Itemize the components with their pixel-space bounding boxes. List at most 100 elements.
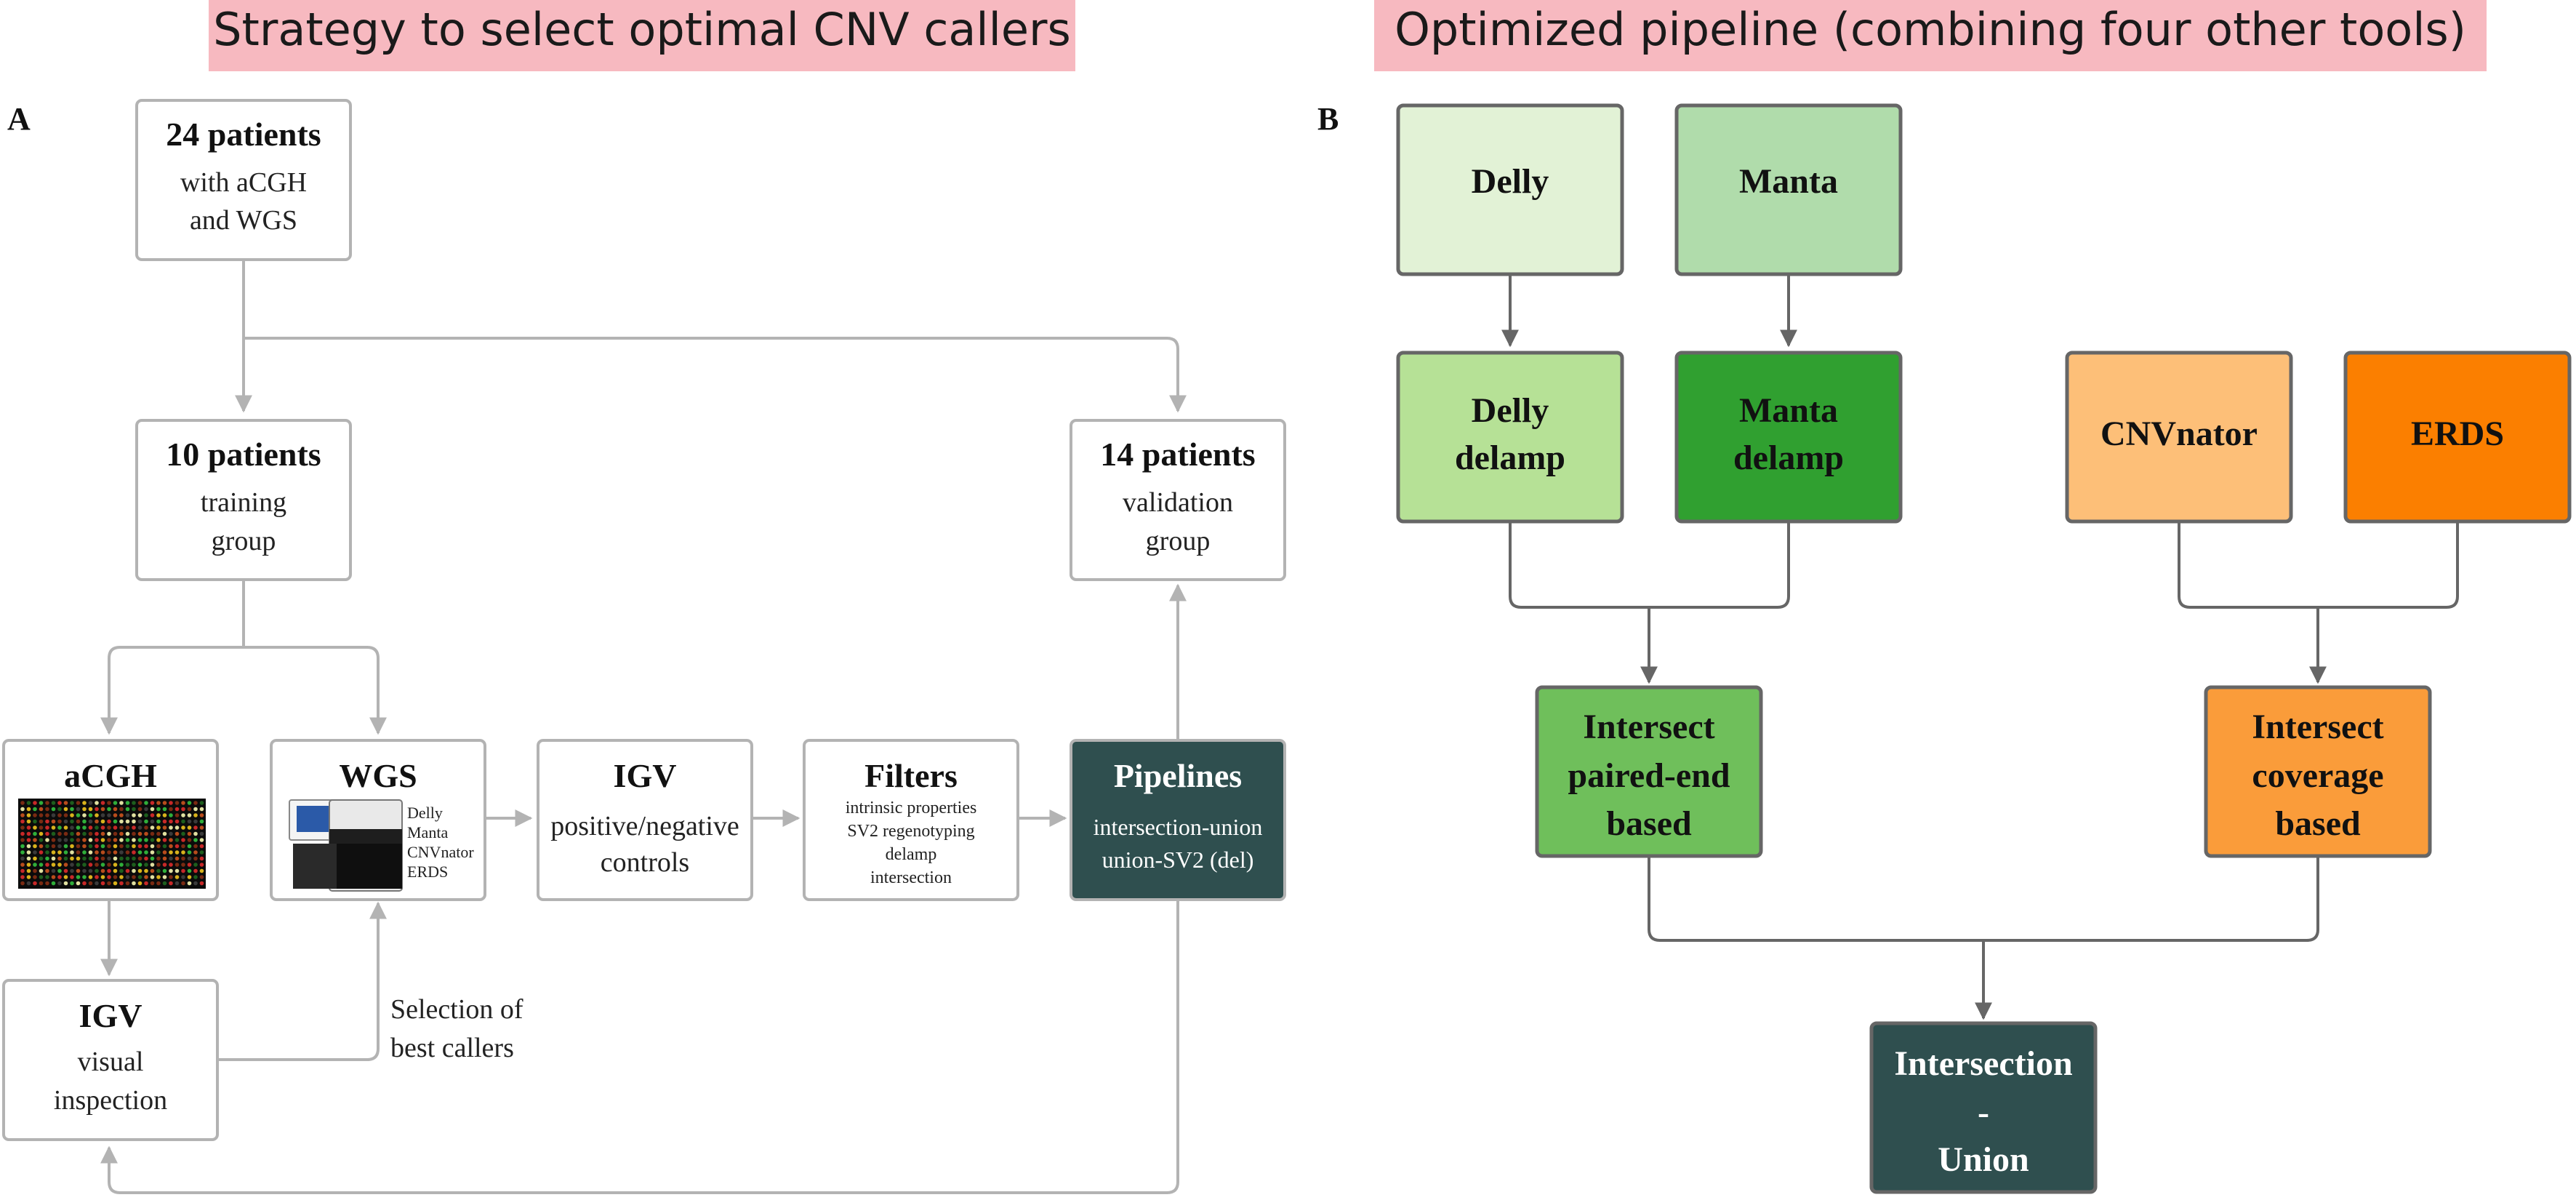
microarray-spot: [100, 881, 105, 886]
microarray-spot: [33, 807, 37, 812]
box-wgs: WGS Delly Manta CNVnator ERDS: [270, 739, 486, 901]
microarray-spot: [63, 813, 68, 817]
microarray-spot: [26, 881, 31, 886]
microarray-spot: [113, 875, 118, 879]
microarray-spot: [125, 844, 130, 849]
microarray-spot: [63, 844, 68, 849]
wgs-caller-3: CNVnator: [407, 843, 474, 861]
microarray-spot: [76, 831, 81, 836]
microarray-spot: [39, 807, 44, 812]
microarray-spot: [174, 801, 180, 805]
filters-item-2: SV2 regenotyping: [847, 822, 974, 841]
box-delly-text: Delly: [1472, 162, 1549, 201]
microarray-spot: [162, 875, 167, 879]
box-intersect-pe-line1: Intersect: [1583, 708, 1714, 746]
microarray-spot: [119, 801, 124, 805]
banner-panel-a-text: Strategy to select optimal CNV callers: [213, 3, 1071, 56]
microarray-image: [18, 799, 206, 889]
microarray-spot: [70, 825, 74, 830]
microarray-spot: [107, 819, 111, 824]
microarray-spot: [119, 875, 124, 879]
microarray-spot: [132, 825, 136, 830]
microarray-spot: [181, 801, 185, 805]
microarray-spot: [156, 881, 161, 886]
microarray-spot: [193, 819, 198, 824]
microarray-spot: [33, 875, 37, 879]
microarray-spot: [88, 801, 93, 805]
microarray-spot: [57, 863, 62, 867]
sequencer-icon: [289, 799, 403, 892]
panel-a-connectors: [100, 260, 1187, 1194]
microarray-spot: [181, 825, 185, 830]
microarray-spot: [181, 868, 185, 873]
box-intersect-cov-line2: coverage: [2252, 756, 2383, 795]
microarray-spot: [20, 825, 25, 830]
selection-note-line2: best callers: [390, 1033, 514, 1063]
microarray-spot: [70, 801, 74, 805]
microarray-spot: [125, 831, 130, 836]
microarray-spot: [199, 813, 204, 817]
microarray-spot: [88, 875, 93, 879]
microarray-spot: [187, 868, 192, 873]
microarray-spot: [70, 863, 74, 867]
microarray-spot: [26, 850, 31, 855]
box-manta-delamp: Manta delamp: [1674, 351, 1903, 524]
microarray-spot: [150, 807, 155, 812]
microarray-spot: [125, 819, 130, 824]
microarray-spot: [199, 875, 204, 879]
microarray-spot: [156, 875, 161, 879]
microarray-spot: [63, 881, 68, 886]
microarray-spot: [199, 801, 204, 805]
microarray-spot: [113, 819, 118, 824]
microarray-spot: [137, 844, 143, 849]
microarray-spot: [125, 863, 130, 867]
microarray-spot: [113, 863, 118, 867]
microarray-spot: [113, 813, 118, 817]
microarray-spot: [39, 825, 44, 830]
microarray-spot: [162, 856, 167, 861]
microarray-spot: [187, 856, 192, 861]
microarray-spot: [144, 875, 148, 879]
microarray-spot: [193, 801, 198, 805]
microarray-spot: [20, 863, 25, 867]
microarray-spot: [132, 801, 136, 805]
box-24-patients-title: 24 patients: [166, 116, 321, 153]
microarray-spot: [199, 838, 204, 842]
microarray-spot: [162, 813, 167, 817]
microarray-spot: [107, 813, 111, 817]
microarray-spot: [150, 868, 155, 873]
microarray-spot: [132, 856, 136, 861]
microarray-spot: [20, 875, 25, 879]
microarray-spot: [125, 850, 130, 855]
box-intersect-pe-line2: paired-end: [1568, 756, 1730, 795]
microarray-spot: [88, 838, 93, 842]
microarray-spot: [51, 838, 56, 842]
microarray-spot: [187, 881, 192, 886]
panel-b-connectors: [1501, 275, 2459, 1020]
banner-panel-a: Strategy to select optimal CNV callers: [209, 0, 1075, 71]
box-intersect-cov-line3: based: [2275, 804, 2361, 843]
connector-24-to-14: [244, 337, 1187, 413]
microarray-spot: [199, 850, 204, 855]
microarray-spot: [144, 807, 148, 812]
microarray-spot: [26, 856, 31, 861]
microarray-spot: [70, 868, 74, 873]
microarray-spot: [162, 807, 167, 812]
microarray-spot: [26, 844, 31, 849]
microarray-spot: [95, 819, 99, 824]
microarray-spot: [113, 831, 118, 836]
microarray-spot: [125, 875, 130, 879]
microarray-spot: [162, 838, 167, 842]
microarray-spot: [193, 813, 198, 817]
microarray-spot: [174, 831, 180, 836]
microarray-spot: [137, 825, 143, 830]
microarray-spot: [150, 850, 155, 855]
microarray-spot: [107, 881, 111, 886]
box-wgs-title: WGS: [339, 757, 417, 794]
box-pipelines-line2: union-SV2 (del): [1102, 847, 1254, 873]
microarray-spot: [137, 856, 143, 861]
microarray-spot: [181, 838, 185, 842]
microarray-spot: [33, 868, 37, 873]
microarray-spot: [20, 813, 25, 817]
microarray-spot: [20, 856, 25, 861]
